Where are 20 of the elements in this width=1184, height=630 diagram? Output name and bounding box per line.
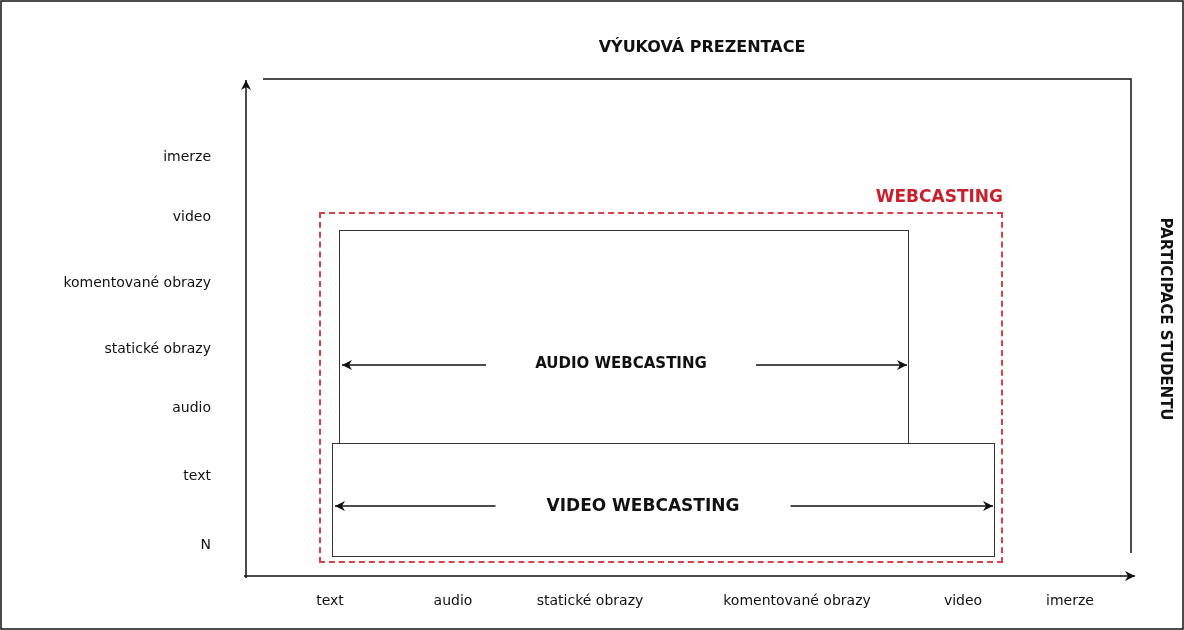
y-axis-label: audio: [172, 399, 211, 415]
x-axis-label: statické obrazy: [535, 592, 645, 608]
axis-title: PARTICIPACE STUDENTU: [1157, 216, 1175, 423]
box-label: AUDIO WEBCASTING: [534, 354, 708, 372]
x-axis-label: audio: [432, 592, 474, 608]
x-axis-label: komentované obrazy: [722, 592, 872, 608]
y-axis-label: video: [172, 208, 211, 224]
box-label: VIDEO WEBCASTING: [545, 495, 741, 515]
category-box: [339, 230, 909, 444]
y-axis-label: statické obrazy: [104, 340, 211, 356]
group-heading: WEBCASTING: [875, 186, 1003, 206]
y-axis-label: text: [183, 467, 211, 483]
x-axis-label: video: [942, 592, 984, 608]
y-axis-label: imerze: [163, 148, 211, 164]
category-box: [332, 443, 995, 557]
y-axis-label: N: [200, 536, 211, 552]
y-axis-label: komentované obrazy: [63, 274, 211, 290]
x-axis-label: text: [315, 592, 345, 608]
title: VÝUKOVÁ PREZENTACE: [597, 37, 807, 56]
x-axis-label: imerze: [1045, 592, 1095, 608]
